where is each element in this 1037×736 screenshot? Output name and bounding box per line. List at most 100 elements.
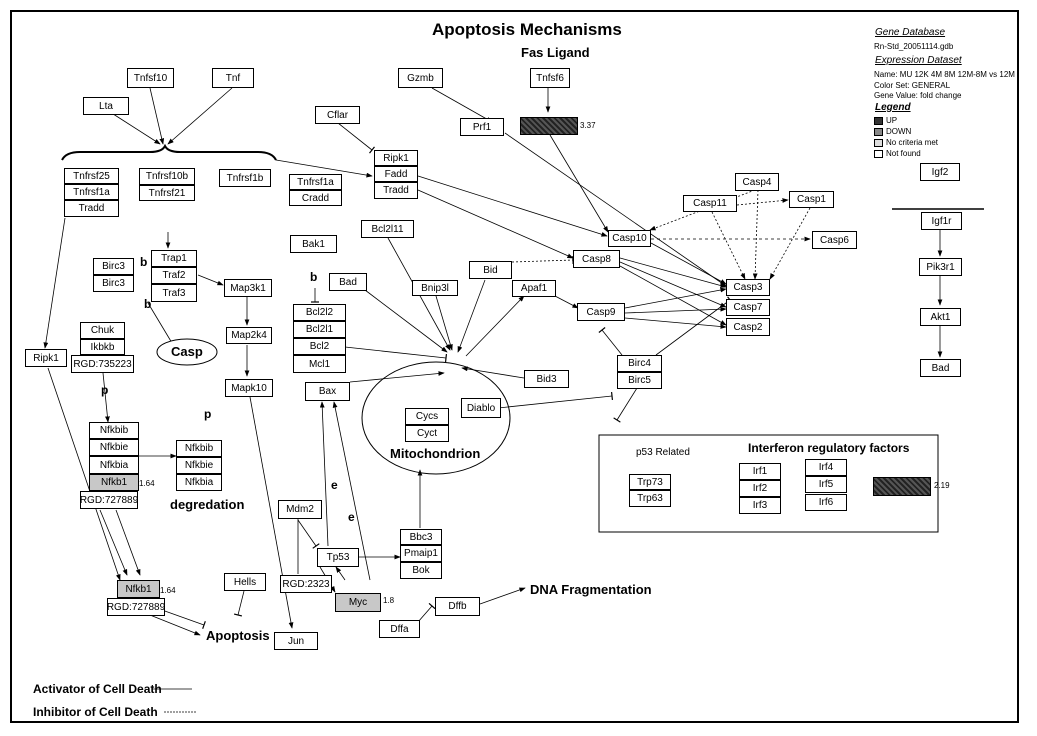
gene-pmaip1[interactable]: Pmaip1 — [400, 545, 442, 562]
gene-bcl2[interactable]: Bcl2 — [293, 338, 346, 355]
gene-tnfrsf1ab[interactable]: Tnfrsf1a — [64, 184, 119, 200]
gene-tnfrsf1a[interactable]: Tnfrsf1a — [289, 174, 342, 190]
legend-title: Legend — [875, 102, 911, 113]
gene-bad[interactable]: Bad — [329, 273, 367, 291]
edge-dffb-dnafrag — [479, 587, 526, 605]
gene-birc5[interactable]: Birc5 — [617, 372, 662, 389]
edge-bid-mito — [457, 279, 486, 353]
gene-apaf1[interactable]: Apaf1 — [512, 280, 556, 297]
gene-igf1r[interactable]: Igf1r — [921, 212, 962, 230]
gene-casp11[interactable]: Casp11 — [683, 195, 737, 212]
gene-bcl2l1[interactable]: Bcl2l1 — [293, 321, 346, 338]
gene-badb[interactable]: Bad — [920, 359, 961, 377]
gene-irf2[interactable]: Irf2 — [739, 480, 781, 497]
gene-nfkbib[interactable]: Nfkbib — [89, 422, 139, 439]
gene-tnfrsf21[interactable]: Tnfrsf21 — [139, 185, 195, 201]
gene-casp7[interactable]: Casp7 — [726, 299, 770, 316]
gene-mdm2[interactable]: Mdm2 — [278, 500, 322, 519]
gene-ikbkb[interactable]: Ikbkb — [80, 339, 125, 355]
gene-tnfrsf10b[interactable]: Tnfrsf10b — [139, 168, 195, 185]
gene-trp73[interactable]: Trp73 — [629, 474, 671, 490]
gene-tnfrsf25[interactable]: Tnfrsf25 — [64, 168, 119, 184]
gene-igf2[interactable]: Igf2 — [920, 163, 960, 181]
gene-lta[interactable]: Lta — [83, 97, 129, 115]
gene-irf5[interactable]: Irf5 — [805, 476, 847, 493]
edge-chuk-nfkb — [102, 372, 110, 423]
gene-birc3b[interactable]: Birc3 — [93, 275, 134, 292]
gene-pik3r1[interactable]: Pik3r1 — [919, 258, 962, 276]
edge-tnfsf10 — [149, 87, 165, 145]
gene-casp2[interactable]: Casp2 — [726, 318, 770, 336]
gene-nfkb1a[interactable]: Nfkb1 — [89, 474, 139, 491]
gene-rgd735223[interactable]: RGD:735223 — [71, 355, 134, 373]
gene-jun[interactable]: Jun — [274, 632, 318, 650]
gene-dffb[interactable]: Dffb — [435, 597, 480, 616]
gene-nfkb1b[interactable]: Nfkb1 — [117, 580, 160, 598]
gene-birc4[interactable]: Birc4 — [617, 355, 662, 372]
gene-tnfsf6[interactable]: Tnfsf6 — [530, 68, 570, 88]
gene-bid3[interactable]: Bid3 — [524, 370, 569, 388]
gene-dffa[interactable]: Dffa — [379, 620, 420, 638]
gene-map2k4[interactable]: Map2k4 — [226, 327, 272, 344]
gene-traf2[interactable]: Traf2 — [151, 267, 197, 284]
gene-casp9[interactable]: Casp9 — [577, 303, 625, 321]
gene-gzmb[interactable]: Gzmb — [398, 68, 443, 88]
gene-nfkbie2[interactable]: Nfkbie — [176, 457, 222, 474]
gene-irf3[interactable]: Irf3 — [739, 497, 781, 514]
gene-cradd[interactable]: Cradd — [289, 190, 342, 206]
gene-traddb[interactable]: Tradd — [64, 200, 119, 217]
edge-tp53-bax — [319, 401, 329, 547]
edge-casp8-casp3 — [619, 257, 727, 288]
gene-casp10[interactable]: Casp10 — [608, 230, 651, 247]
gene-casp8[interactable]: Casp8 — [573, 250, 620, 268]
gene-chuk[interactable]: Chuk — [80, 322, 125, 339]
edge-bid3-mito — [461, 366, 525, 379]
gene-nfkbia2[interactable]: Nfkbia — [176, 474, 222, 491]
gene-fadd[interactable]: Fadd — [374, 166, 418, 182]
gene-casp4[interactable]: Casp4 — [735, 173, 779, 191]
gene-irf6[interactable]: Irf6 — [805, 494, 847, 511]
gene-irf4[interactable]: Irf4 — [805, 459, 847, 476]
gene-cyct[interactable]: Cyct — [405, 425, 449, 442]
gene-cycs[interactable]: Cycs — [405, 408, 449, 425]
gene-nfkbia[interactable]: Nfkbia — [89, 456, 139, 474]
gene-ripk1a[interactable]: Ripk1 — [374, 150, 418, 166]
gene-tradda[interactable]: Tradd — [374, 182, 418, 199]
gene-irf1[interactable]: Irf1 — [739, 463, 781, 480]
gene-casp3[interactable]: Casp3 — [726, 279, 770, 296]
gene-bid[interactable]: Bid — [469, 261, 512, 279]
gene-tnfrsf1b[interactable]: Tnfrsf1b — [219, 169, 271, 187]
gene-bax[interactable]: Bax — [305, 382, 350, 401]
gene-bbc3[interactable]: Bbc3 — [400, 529, 442, 545]
gene-bok[interactable]: Bok — [400, 562, 442, 579]
gene-mapk10[interactable]: Mapk10 — [225, 379, 273, 397]
page-title: Apoptosis Mechanisms — [432, 20, 622, 39]
gene-prf1[interactable]: Prf1 — [460, 118, 504, 136]
gene-trap1[interactable]: Trap1 — [151, 250, 197, 267]
gene-birc3a[interactable]: Birc3 — [93, 258, 134, 275]
gene-bcl2l2[interactable]: Bcl2l2 — [293, 304, 346, 321]
gene-casp1[interactable]: Casp1 — [789, 191, 834, 208]
gene-akt1[interactable]: Akt1 — [920, 308, 961, 326]
gene-mcl1[interactable]: Mcl1 — [293, 355, 346, 373]
gene-myc[interactable]: Myc — [335, 593, 381, 612]
gene-rgd727889b[interactable]: RGD:727889 — [107, 598, 165, 616]
gene-bnip3l[interactable]: Bnip3l — [412, 280, 458, 296]
gene-bak1[interactable]: Bak1 — [290, 235, 337, 253]
gene-traf3[interactable]: Traf3 — [151, 284, 197, 302]
gene-ripk1b[interactable]: Ripk1 — [25, 349, 67, 367]
gene-tnf[interactable]: Tnf — [212, 68, 254, 88]
gene-tnfsf10[interactable]: Tnfsf10 — [127, 68, 174, 88]
gene-bcl2l11[interactable]: Bcl2l11 — [361, 220, 414, 238]
gene-nfkbie[interactable]: Nfkbie — [89, 439, 139, 456]
gene-diablo[interactable]: Diablo — [461, 398, 501, 418]
gene-hells[interactable]: Hells — [224, 573, 266, 591]
gene-trp63[interactable]: Trp63 — [629, 490, 671, 507]
gene-rgd727889a[interactable]: RGD:727889 — [80, 491, 138, 509]
gene-cflar[interactable]: Cflar — [315, 106, 360, 124]
gene-nfkbib2[interactable]: Nfkbib — [176, 440, 222, 457]
gene-casp6[interactable]: Casp6 — [812, 231, 857, 249]
gene-tp53[interactable]: Tp53 — [317, 548, 359, 567]
gene-rgd2323[interactable]: RGD:2323 — [280, 575, 332, 593]
gene-map3k1[interactable]: Map3k1 — [224, 279, 272, 297]
